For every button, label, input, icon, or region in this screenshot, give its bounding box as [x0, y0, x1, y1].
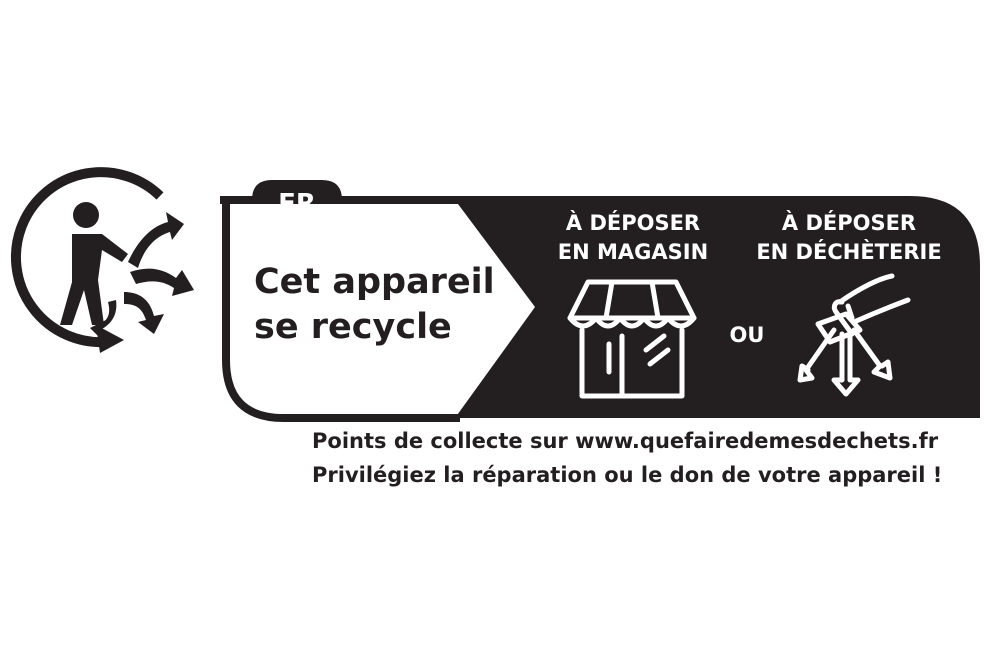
- triman-icon: [10, 167, 194, 353]
- headline-line-2: se recycle: [254, 307, 452, 347]
- shop-icon: [567, 279, 697, 399]
- country-tab: [252, 180, 342, 200]
- collection-points-text: Points de collecte sur www.quefairedemes…: [312, 429, 939, 453]
- recycling-center-icon: [797, 273, 911, 397]
- shop-deposit-line-2: EN MAGASIN: [557, 240, 709, 264]
- or-separator: OU: [729, 323, 765, 347]
- shop-deposit-line-1: À DÉPOSER: [565, 211, 701, 235]
- label-frame: [222, 200, 460, 422]
- country-code: FR: [278, 189, 316, 219]
- repair-donation-text: Privilégiez la réparation ou le don de v…: [312, 463, 943, 487]
- recycling-center-line-2: EN DÉCHÈTERIE: [756, 240, 942, 264]
- headline-line-1: Cet appareil: [254, 262, 495, 302]
- recycling-center-line-1: À DÉPOSER: [781, 211, 917, 235]
